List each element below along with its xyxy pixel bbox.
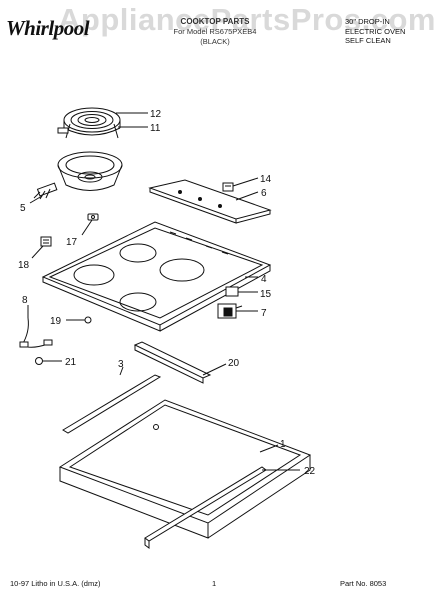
control-panel-part-6[interactable] <box>148 179 272 224</box>
drip-bowl-part-11[interactable] <box>57 151 123 191</box>
callout-11: 11 <box>150 123 161 134</box>
title-line-2: For Model RS675PXEB4 <box>173 27 257 36</box>
nut-part-21[interactable] <box>35 357 43 365</box>
callout-3: 3 <box>118 359 124 370</box>
switch-part-15[interactable] <box>225 286 239 297</box>
screw-part-19[interactable] <box>84 316 92 324</box>
callout-17: 17 <box>66 237 78 248</box>
side-trim-part-3[interactable] <box>62 374 162 434</box>
callout-12: 12 <box>150 109 162 120</box>
footer-page-number: 1 <box>212 579 217 588</box>
cooktop-part-4[interactable] <box>41 221 272 332</box>
bracket-part-17[interactable] <box>87 213 99 221</box>
callout-18: 18 <box>18 260 30 271</box>
title-line-3: (BLACK) <box>200 37 230 46</box>
brand-logo: Whirlpool <box>6 16 90 40</box>
leader-lines <box>27 112 300 471</box>
terminal-block-part-5[interactable] <box>33 182 58 200</box>
callout-6: 6 <box>261 188 267 199</box>
product-line-3: SELF CLEAN <box>345 36 391 45</box>
callout-numbers: 12 11 5 14 6 17 18 4 15 7 8 19 21 3 20 1… <box>18 109 316 477</box>
callout-1: 1 <box>280 439 286 450</box>
callout-20: 20 <box>228 358 240 369</box>
callout-15: 15 <box>260 289 272 300</box>
footer-part-number: Part No. 8053 <box>340 579 387 588</box>
product-line-1: 30" DROP-IN <box>345 17 390 26</box>
callout-8: 8 <box>22 295 28 306</box>
infinite-switch-part-7[interactable] <box>217 303 243 319</box>
title-line-1: COOKTOP PARTS <box>180 17 250 26</box>
callout-14: 14 <box>260 174 272 185</box>
channel-part-20[interactable] <box>133 341 212 384</box>
product-line-2: ELECTRIC OVEN <box>345 26 406 36</box>
burner-box-part-1[interactable] <box>58 399 312 539</box>
callout-21: 21 <box>65 357 77 368</box>
product-description: 30" DROP-IN ELECTRIC OVEN SELF CLEAN <box>345 17 430 46</box>
surface-element-part-12[interactable] <box>57 107 121 139</box>
callout-22: 22 <box>304 466 316 477</box>
wire-harness-part-8[interactable] <box>19 317 53 348</box>
title-block: COOKTOP PARTS For Model RS675PXEB4 (BLAC… <box>150 17 280 47</box>
callout-5: 5 <box>20 203 26 214</box>
grommet-part-18[interactable] <box>40 236 52 247</box>
footer-litho: 10-97 Litho in U.S.A. (dmz) <box>10 579 101 588</box>
watermark-text: AppliancePartsPros.com <box>58 2 434 37</box>
callout-4: 4 <box>261 274 267 285</box>
callout-7: 7 <box>261 308 267 319</box>
clip-part-14[interactable] <box>222 182 234 192</box>
callout-19: 19 <box>50 316 62 327</box>
